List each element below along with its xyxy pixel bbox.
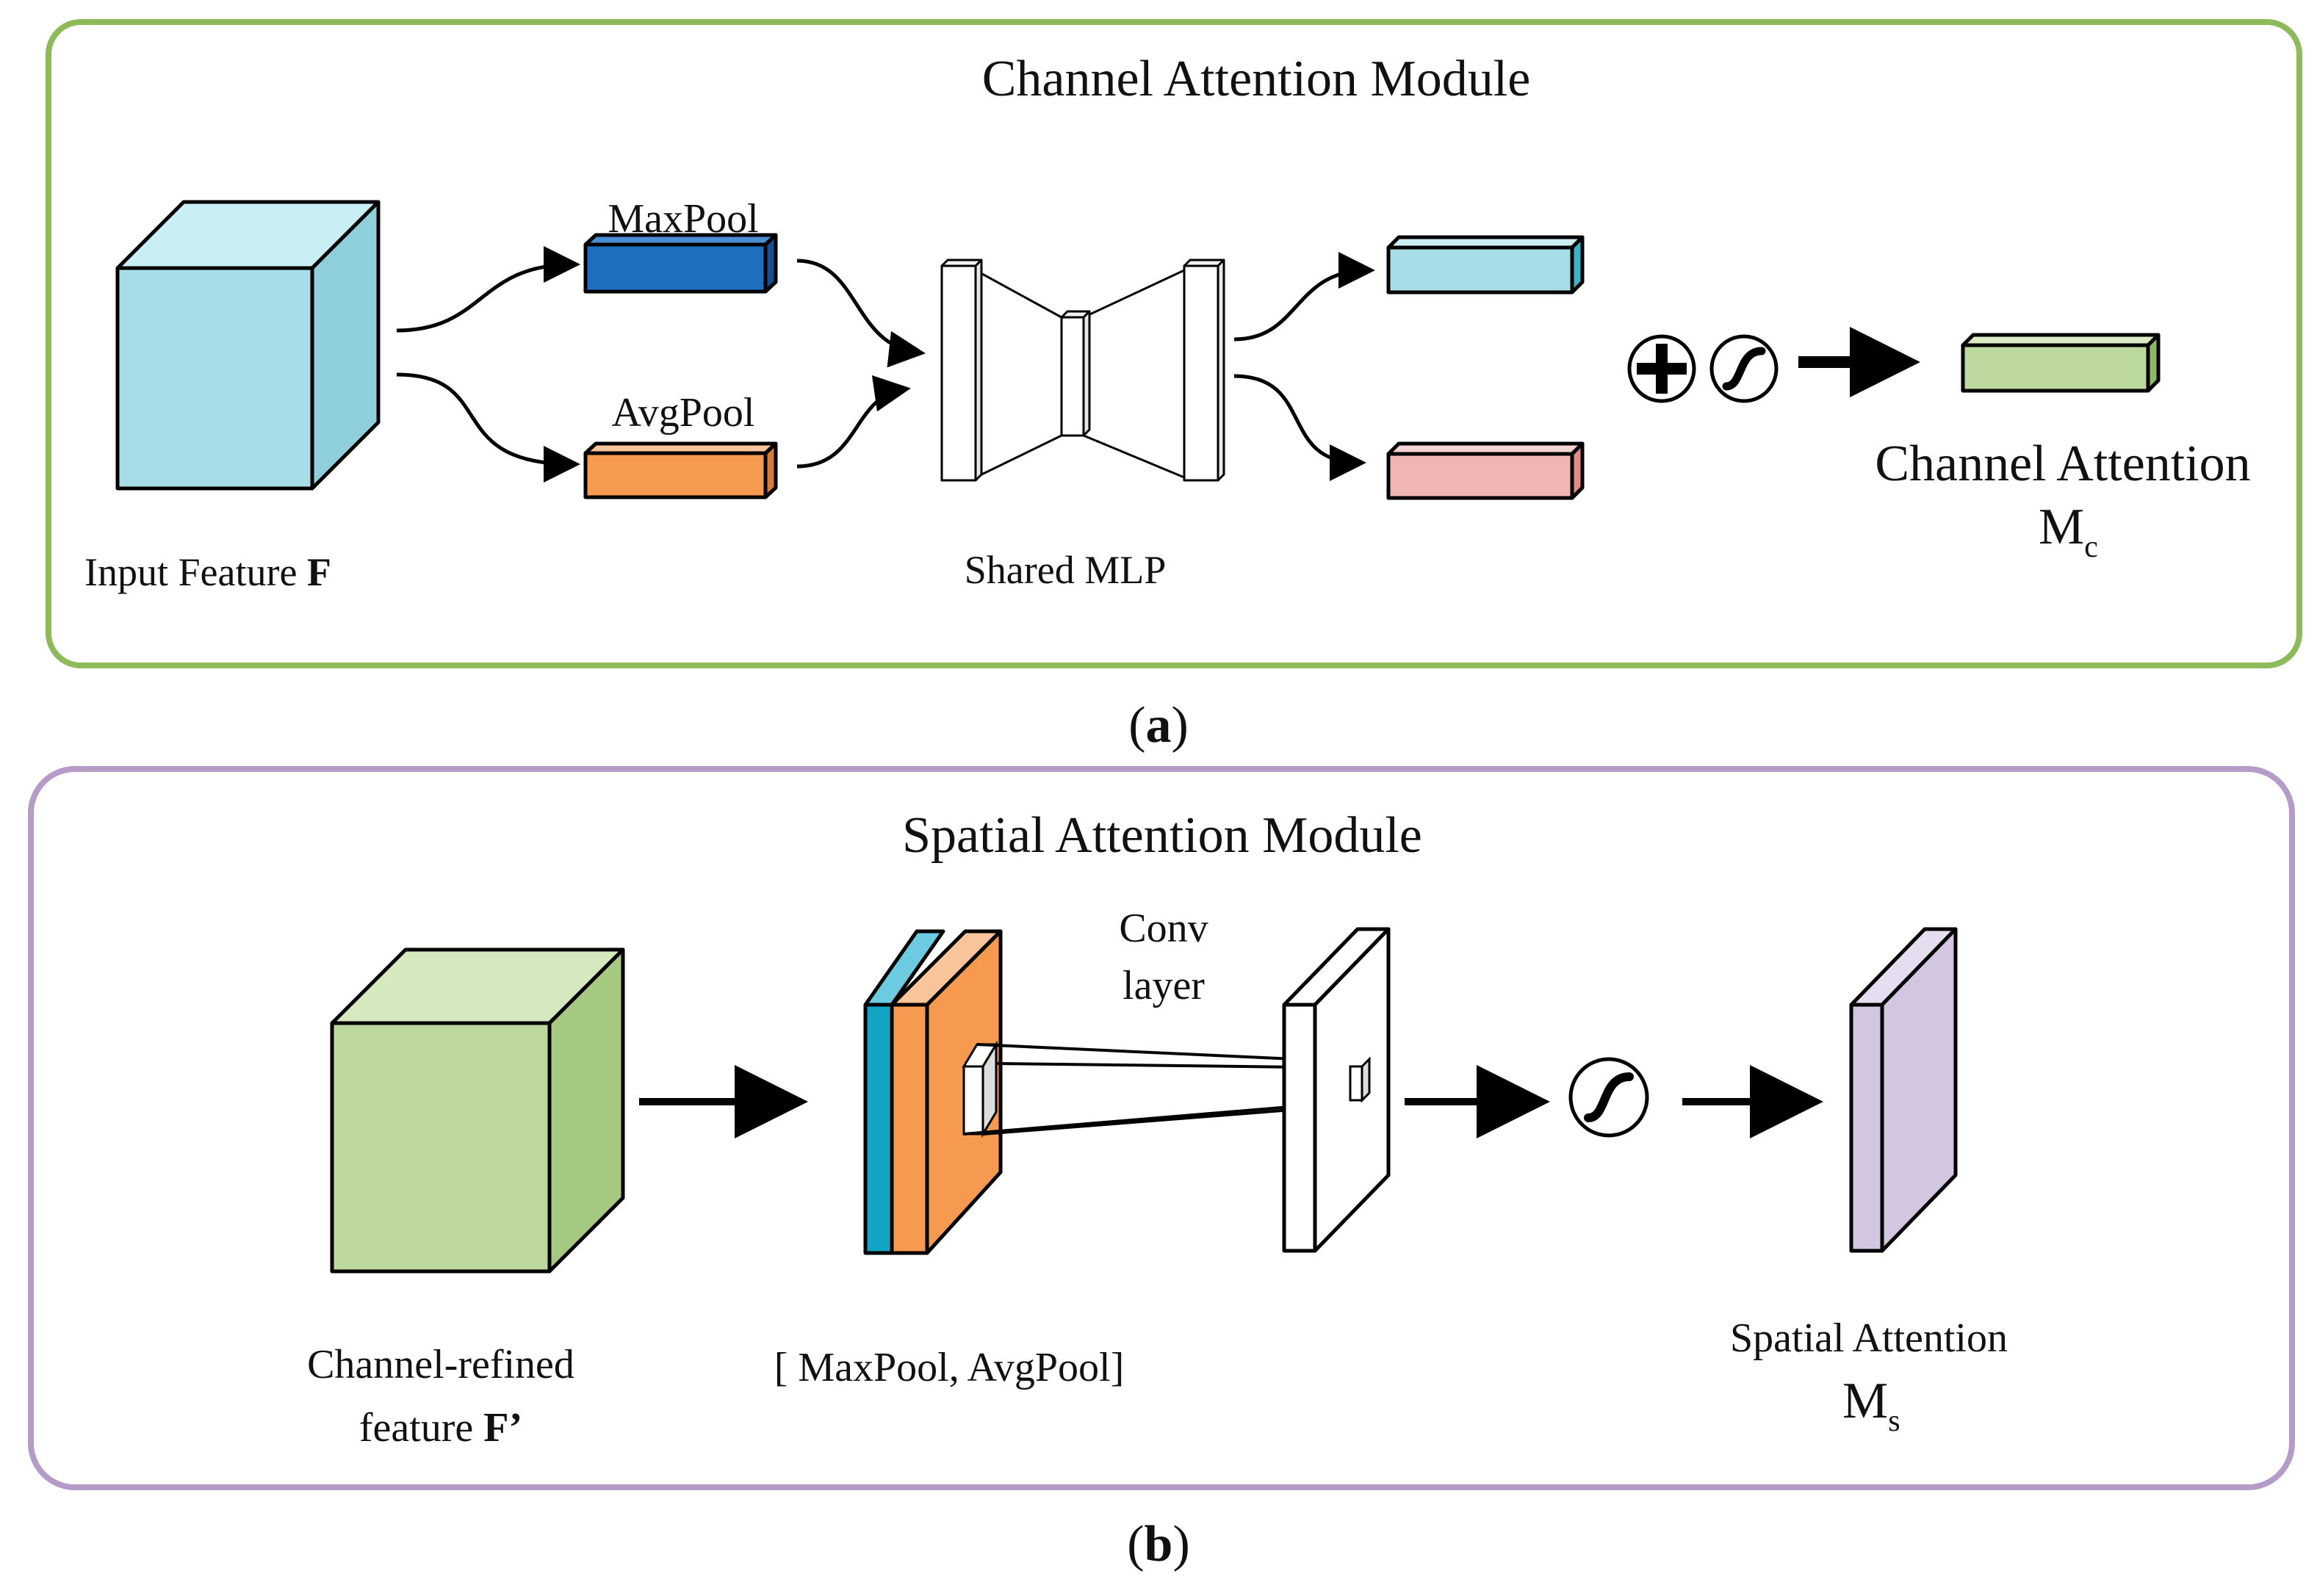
sigmoid-icon — [1709, 334, 1779, 403]
pool-label: [ MaxPool, AvgPool] — [774, 1345, 1125, 1390]
panel-b-border — [28, 766, 2295, 1490]
sigmoid-icon — [1568, 1057, 1649, 1138]
arrow-maxpool-to-mlp — [796, 259, 926, 368]
caption-a: (a) — [1128, 697, 1189, 754]
input-feature-cube — [115, 200, 381, 491]
maxpool-bar — [583, 233, 778, 294]
conv-output-plane — [1282, 927, 1391, 1253]
shared-mlp — [940, 259, 1225, 482]
spatial-attention-map — [1849, 927, 1958, 1253]
channel-attention-label: Channel Attention — [1875, 436, 2250, 492]
panel-a-title: Channel Attention Module — [982, 51, 1531, 107]
panel-a-border — [46, 19, 2302, 668]
conv-kernel — [962, 1040, 998, 1138]
arrow-mlp-to-top — [1233, 252, 1375, 342]
panel-a: Channel Attention Module Input Feature F… — [46, 19, 2302, 754]
conv-layer-label-line1: Conv — [1119, 906, 1208, 951]
shared-mlp-label: Shared MLP — [965, 548, 1166, 592]
channel-attention-symbol: Mc — [2039, 499, 2098, 564]
mlp-output-bar-bottom — [1386, 441, 1585, 500]
arrow-mlp-to-bottom — [1233, 374, 1366, 481]
arrow-avgpool-to-mlp — [796, 375, 911, 469]
avgpool-bar — [583, 441, 778, 499]
channel-refined-label-line1: Channel-refined — [307, 1342, 574, 1387]
avgpool-label: AvgPool — [612, 390, 755, 436]
arrow-to-maxpool — [396, 246, 580, 333]
conv-layer-label-line2: layer — [1123, 963, 1205, 1008]
spatial-attention-label: Spatial Attention — [1730, 1315, 2008, 1361]
spatial-attention-symbol: Ms — [1842, 1373, 1900, 1438]
channel-refined-label-line2: feature F’ — [359, 1405, 522, 1451]
channel-attention-bar — [1961, 333, 2161, 393]
channel-refined-feature-cube — [330, 947, 625, 1274]
arrow-to-avgpool — [396, 372, 580, 483]
mlp-output-bar-top — [1386, 235, 1585, 295]
input-feature-label: Input Feature F — [84, 550, 331, 594]
conv-output-cell — [1349, 1056, 1371, 1103]
plus-circle-icon — [1627, 334, 1696, 403]
caption-b: (b) — [1127, 1516, 1190, 1572]
panel-b-title: Spatial Attention Module — [902, 807, 1422, 864]
panel-b: Spatial Attention Module Channel-refined… — [28, 766, 2295, 1572]
